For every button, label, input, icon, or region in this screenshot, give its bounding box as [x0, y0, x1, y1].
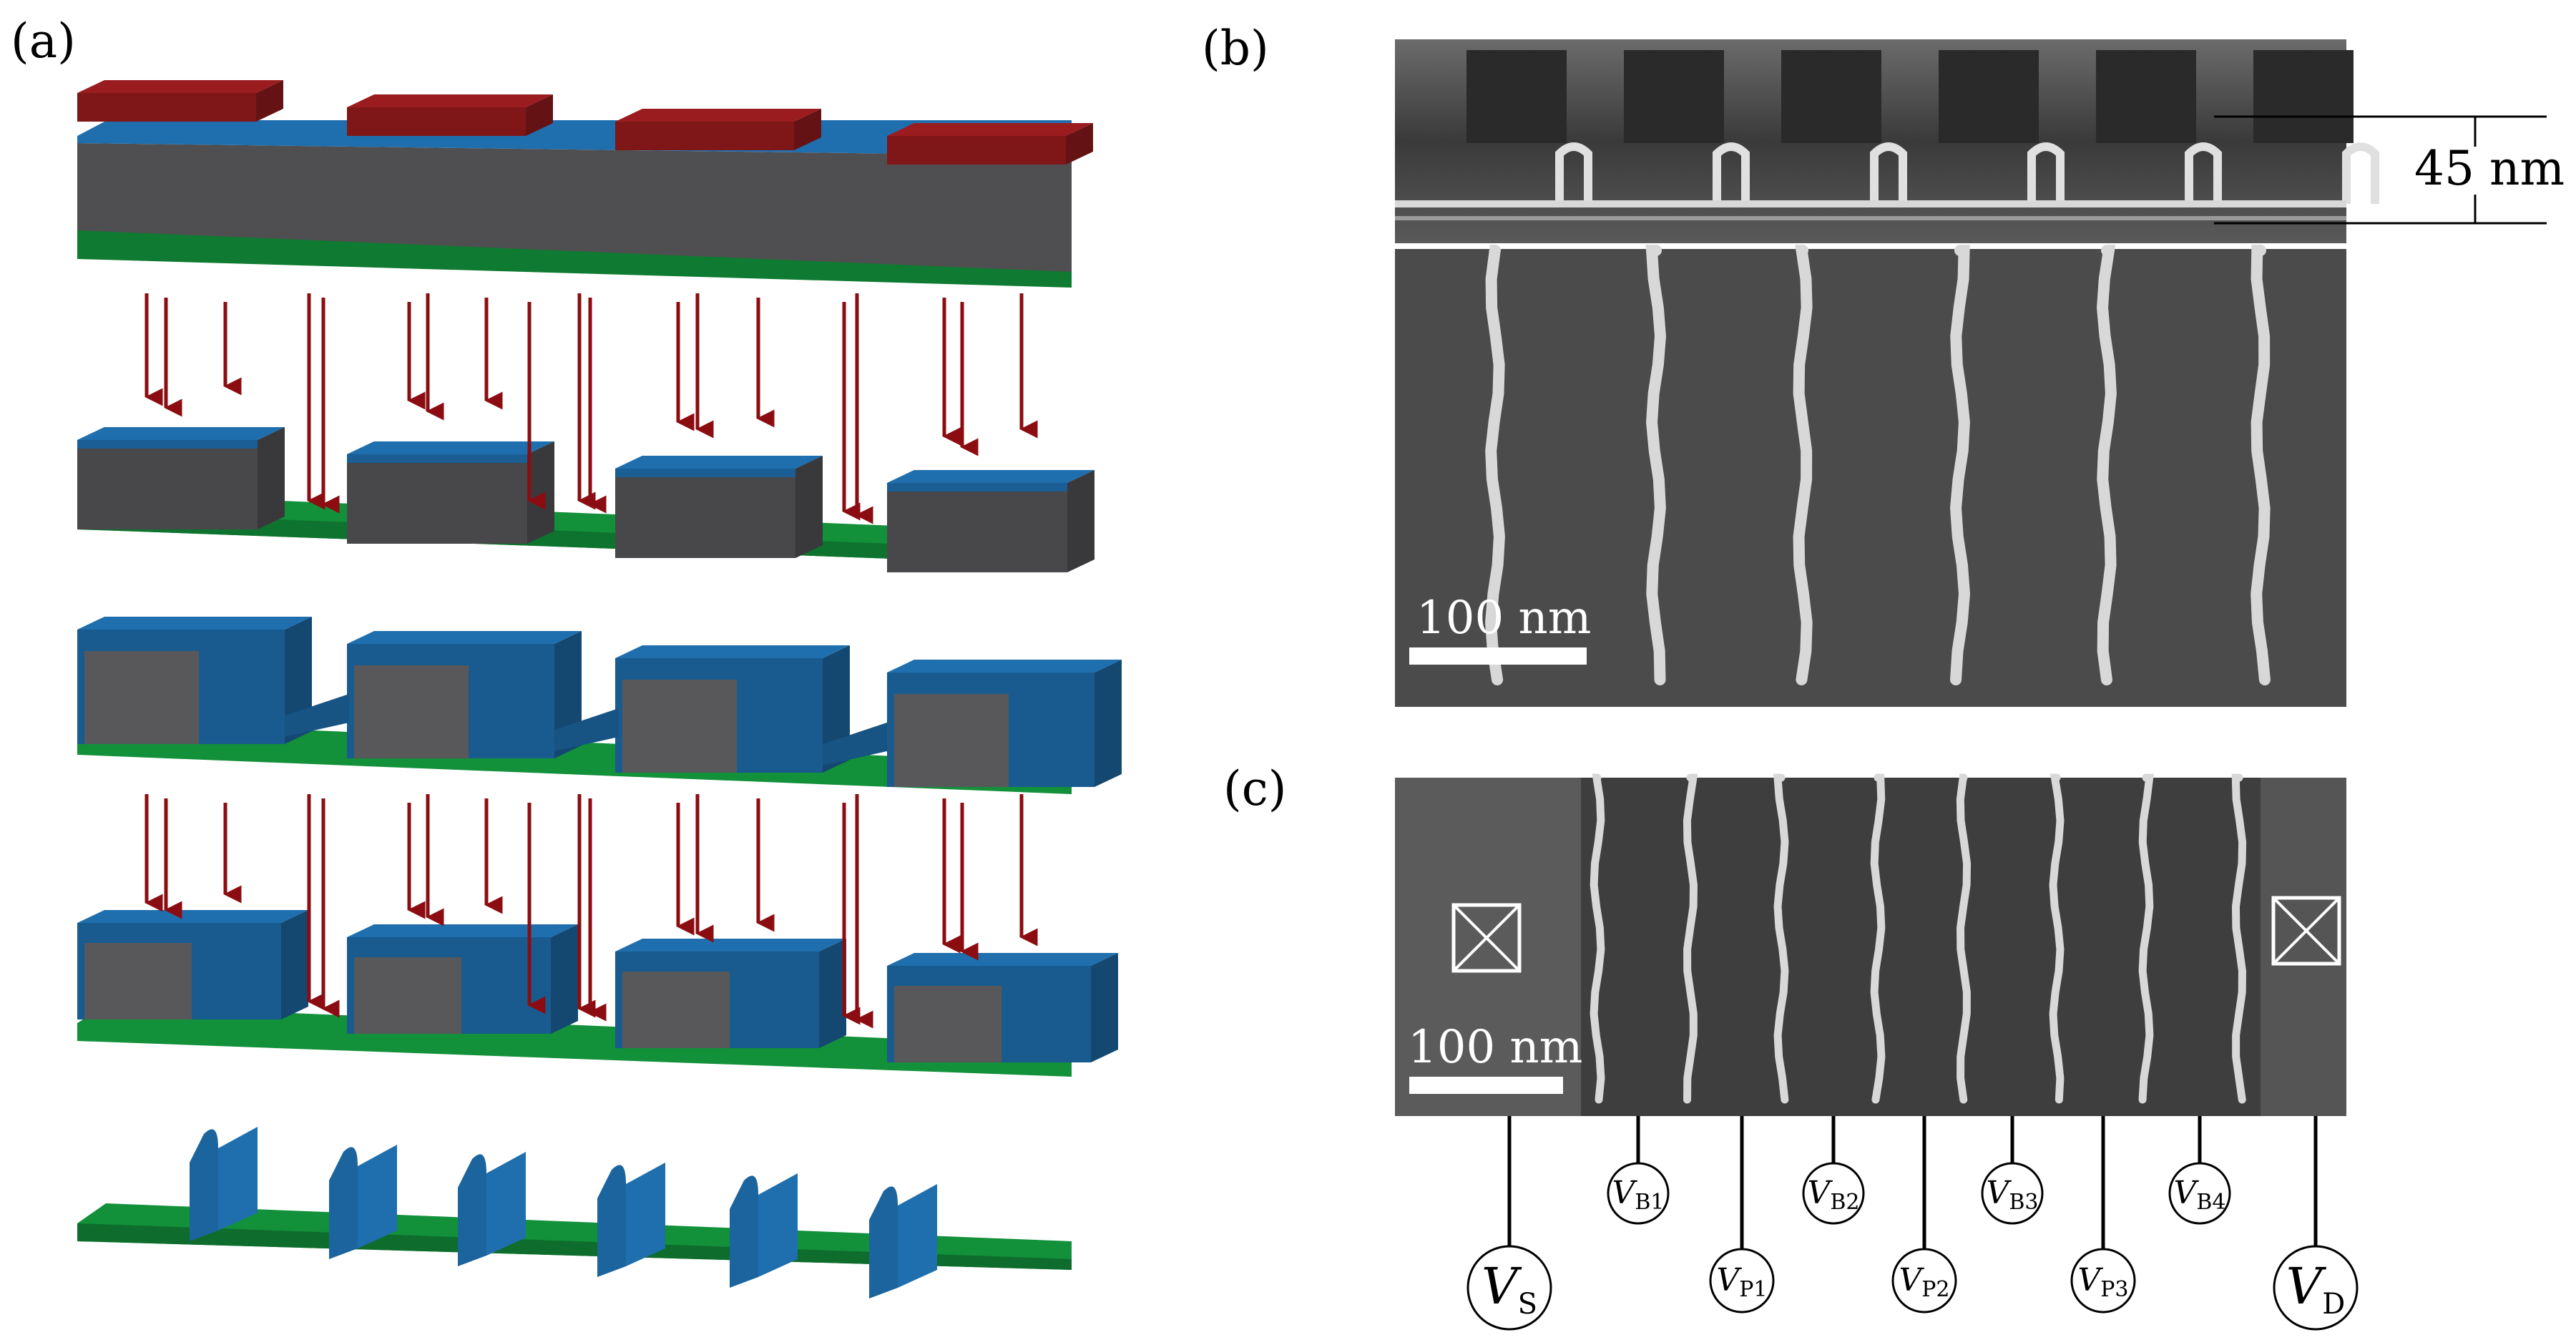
- gate-label-text: VD: [2286, 1257, 2346, 1321]
- spacer-line: [2251, 245, 2271, 685]
- scale-bar-c: [1409, 1077, 1563, 1094]
- scale-label-c: 100 nm: [1408, 1021, 1582, 1074]
- gate-label-text: VP2: [1899, 1262, 1949, 1302]
- core-layer: [77, 143, 1072, 272]
- gate-label-p1: VP1: [1709, 1116, 1775, 1314]
- gate-line: [1870, 773, 1886, 1104]
- gate-line: [2138, 773, 2154, 1104]
- sem-b-spacer-lines: [1484, 245, 2271, 685]
- etch-arrows-step-2: [145, 293, 1038, 524]
- gate-label-circle: [1709, 1248, 1775, 1314]
- fin-profile: [2027, 142, 2065, 204]
- process-step-5-sidewall-spacers: [77, 1127, 1072, 1299]
- gate-line: [2049, 773, 2065, 1104]
- gate-label-text: VB1: [1612, 1175, 1665, 1215]
- gate-label-circle: [1891, 1248, 1957, 1314]
- gate-label-b2: VB2: [1802, 1116, 1865, 1225]
- gate-label-b4: VB4: [2168, 1116, 2231, 1225]
- gate-label-b3: VB3: [1981, 1116, 2044, 1225]
- fin-profile: [1713, 142, 1750, 204]
- gate-label-circle: [2168, 1162, 2231, 1225]
- substrate: [77, 721, 1072, 794]
- process-step-1-masked-film: [77, 80, 1093, 288]
- gate-label-circle: [1802, 1162, 1865, 1225]
- gate-label-b1: VB1: [1607, 1116, 1670, 1225]
- etch-mask-4: [887, 123, 1093, 165]
- gate-label-p3: VP3: [2070, 1116, 2136, 1314]
- fin-profile: [2185, 142, 2222, 204]
- gate-line: [1590, 773, 1605, 1104]
- panel-b-label: (b): [1202, 21, 1269, 76]
- spacer-fin-5: [730, 1173, 798, 1288]
- gate-label-text: VB3: [1987, 1175, 2039, 1215]
- spacer-fin-3: [458, 1152, 526, 1266]
- process-step-3-conformal-deposition: [77, 617, 1122, 794]
- source-contact-icon: [1451, 903, 1522, 973]
- sem-device-c: 100 nm: [1395, 773, 2346, 1116]
- gate-label-text: VP3: [2077, 1262, 2128, 1302]
- gate-label-d: VD: [2273, 1116, 2359, 1331]
- spacer-fin-2: [329, 1145, 397, 1259]
- substrate: [77, 228, 1072, 288]
- sem-top-view-b: 100 nm: [1395, 245, 2346, 707]
- fin-profile: [2342, 142, 2379, 204]
- drain-contact-icon: [2271, 896, 2341, 966]
- gate-line: [1773, 773, 1789, 1104]
- spacer-fin-6: [869, 1184, 937, 1299]
- sem-cross-section-fins: [1466, 50, 2379, 204]
- gate-label-p2: VP2: [1891, 1116, 1957, 1314]
- height-label: 45 nm: [2414, 141, 2565, 196]
- fin-profile: [1870, 142, 1907, 204]
- spacer-line: [1793, 245, 1813, 685]
- spacer-line: [1949, 245, 1971, 685]
- gate-label-circle: [2273, 1245, 2359, 1331]
- sem-c-gate-lines: [1590, 773, 2247, 1104]
- process-step-2-etch: [77, 293, 1094, 572]
- process-step-4-anisotropic-etch: [77, 794, 1118, 1077]
- gate-label-text: VB4: [2174, 1175, 2226, 1215]
- height-dimension: 45 nm: [2214, 115, 2565, 225]
- panel-a-label: (a): [11, 14, 76, 69]
- gate-label-circle: [1466, 1245, 1552, 1331]
- film-layer: [77, 120, 1072, 156]
- gate-label-s: VS: [1466, 1116, 1552, 1331]
- gate-label-text: VP1: [1716, 1262, 1767, 1302]
- spacer-line: [1484, 245, 1505, 685]
- gate-label-circle: [1607, 1162, 1670, 1225]
- substrate: [77, 1005, 1072, 1077]
- spacer-fin-4: [597, 1163, 665, 1277]
- gate-line: [1956, 773, 1972, 1104]
- spacer-line: [2096, 245, 2117, 685]
- gate-label-circle: [2070, 1248, 2136, 1314]
- scale-bar-b: [1409, 647, 1587, 665]
- spacer-line: [1645, 245, 1667, 685]
- gate-label-text: VS: [1482, 1257, 1537, 1321]
- gate-line: [1683, 773, 1698, 1104]
- etch-mask-1: [77, 80, 283, 122]
- gate-line: [2231, 773, 2247, 1104]
- gate-label-text: VB2: [1808, 1175, 1860, 1215]
- sem-cross-section: [1395, 39, 2379, 243]
- fin-profile: [1555, 142, 1592, 204]
- etch-arrows-step-4: [145, 794, 1038, 1029]
- panel-c-label: (c): [1223, 761, 1286, 816]
- sem-divider: [1395, 243, 2346, 249]
- spacer-fin-1: [190, 1127, 258, 1241]
- gate-label-circle: [1981, 1162, 2044, 1225]
- etch-mask-3: [615, 109, 821, 150]
- scale-label-b: 100 nm: [1416, 592, 1591, 645]
- etch-mask-2: [347, 94, 553, 136]
